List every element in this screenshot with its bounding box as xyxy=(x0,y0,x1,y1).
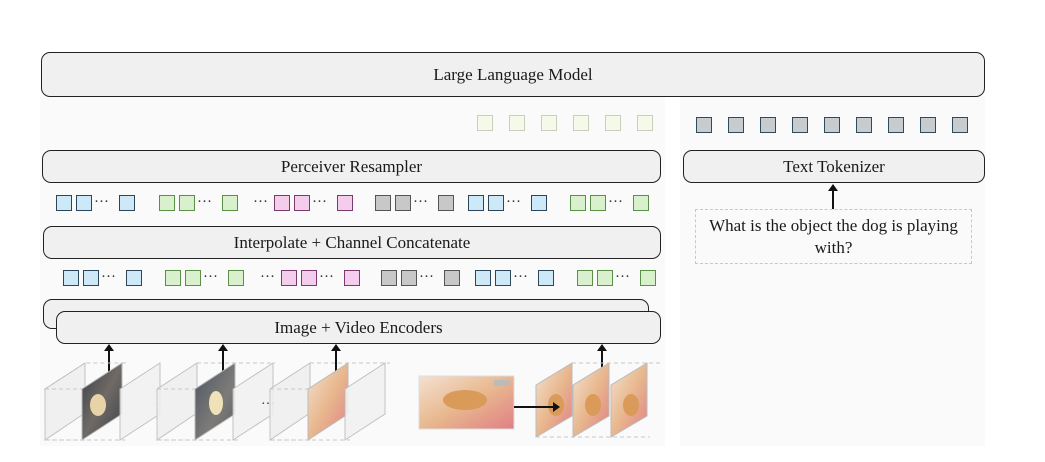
token-group-ellipsis: ··· xyxy=(312,194,327,210)
token-blue xyxy=(531,195,547,211)
token-group-ellipsis: ··· xyxy=(197,194,212,210)
token-green xyxy=(640,270,656,286)
token-group-ellipsis: ··· xyxy=(101,269,116,285)
text-tokenizer-label: Text Tokenizer xyxy=(783,156,885,176)
token-green xyxy=(570,195,586,211)
replicated-image-frames xyxy=(535,362,660,438)
token-group-ellipsis: ··· xyxy=(419,269,434,285)
token-blue xyxy=(119,195,135,211)
visual-latent-token xyxy=(509,115,525,131)
clip-1-arrow xyxy=(104,344,114,378)
text-token xyxy=(792,117,808,133)
token-blue xyxy=(538,270,554,286)
token-blue xyxy=(56,195,72,211)
token-group-ellipsis: ··· xyxy=(413,194,428,210)
token-gray xyxy=(381,270,397,286)
question-text: What is the object the dog is playing wi… xyxy=(709,215,958,257)
token-blue xyxy=(488,195,504,211)
perceiver-resampler-label: Perceiver Resampler xyxy=(280,156,423,176)
token-gray xyxy=(444,270,460,286)
text-token xyxy=(824,117,840,133)
token-green xyxy=(228,270,244,286)
token-green xyxy=(577,270,593,286)
frame-stack-3 xyxy=(269,362,390,441)
token-group-ellipsis: ··· xyxy=(319,269,334,285)
token-group-ellipsis: ··· xyxy=(608,194,623,210)
text-token xyxy=(728,117,744,133)
token-group-ellipsis: ··· xyxy=(94,194,109,210)
visual-latent-token xyxy=(573,115,589,131)
image-to-frames-arrow xyxy=(514,402,560,412)
token-blue xyxy=(468,195,484,211)
clip-3-arrow xyxy=(331,344,341,378)
token-pink xyxy=(337,195,353,211)
text-token xyxy=(920,117,936,133)
frame-stack-2 xyxy=(156,362,275,441)
token-blue xyxy=(63,270,79,286)
token-pink xyxy=(281,270,297,286)
visual-latent-token xyxy=(477,115,493,131)
text-tokenizer-box: Text Tokenizer xyxy=(683,150,985,183)
token-gray xyxy=(438,195,454,211)
text-token xyxy=(952,117,968,133)
token-gray xyxy=(401,270,417,286)
clip-2-arrow xyxy=(218,344,228,378)
question-box: What is the object the dog is playing wi… xyxy=(695,209,972,264)
image-frames-arrow xyxy=(597,344,607,372)
token-green xyxy=(179,195,195,211)
image-video-encoders-box: Image + Video Encoders xyxy=(56,311,661,344)
perceiver-resampler-box: Perceiver Resampler xyxy=(42,150,661,183)
token-blue xyxy=(126,270,142,286)
text-token xyxy=(696,117,712,133)
text-token xyxy=(888,117,904,133)
token-green xyxy=(590,195,606,211)
token-blue xyxy=(475,270,491,286)
llm-box: Large Language Model xyxy=(41,52,985,97)
token-green xyxy=(597,270,613,286)
token-pink xyxy=(274,195,290,211)
visual-latent-token xyxy=(541,115,557,131)
token-blue xyxy=(83,270,99,286)
token-group-lead-ellipsis: ··· xyxy=(260,269,275,285)
token-blue xyxy=(76,195,92,211)
token-green xyxy=(159,195,175,211)
question-to-tokenizer-arrow xyxy=(828,184,838,210)
token-pink xyxy=(344,270,360,286)
text-token xyxy=(856,117,872,133)
frame-stack-1 xyxy=(43,362,161,441)
token-gray xyxy=(375,195,391,211)
token-group-ellipsis: ··· xyxy=(506,194,521,210)
token-green xyxy=(185,270,201,286)
token-blue xyxy=(495,270,511,286)
token-green xyxy=(222,195,238,211)
token-group-ellipsis: ··· xyxy=(513,269,528,285)
single-image xyxy=(418,375,515,430)
token-pink xyxy=(294,195,310,211)
token-group-ellipsis: ··· xyxy=(615,269,630,285)
token-green xyxy=(165,270,181,286)
interpolate-concatenate-box: Interpolate + Channel Concatenate xyxy=(43,226,661,259)
visual-latent-token xyxy=(605,115,621,131)
visual-latent-token xyxy=(637,115,653,131)
token-pink xyxy=(301,270,317,286)
interpolate-concatenate-label: Interpolate + Channel Concatenate xyxy=(233,232,471,252)
llm-label: Large Language Model xyxy=(433,64,593,84)
token-green xyxy=(633,195,649,211)
text-token xyxy=(760,117,776,133)
token-gray xyxy=(395,195,411,211)
image-video-encoders-label: Image + Video Encoders xyxy=(274,317,443,337)
token-group-ellipsis: ··· xyxy=(203,269,218,285)
token-group-lead-ellipsis: ··· xyxy=(253,194,268,210)
